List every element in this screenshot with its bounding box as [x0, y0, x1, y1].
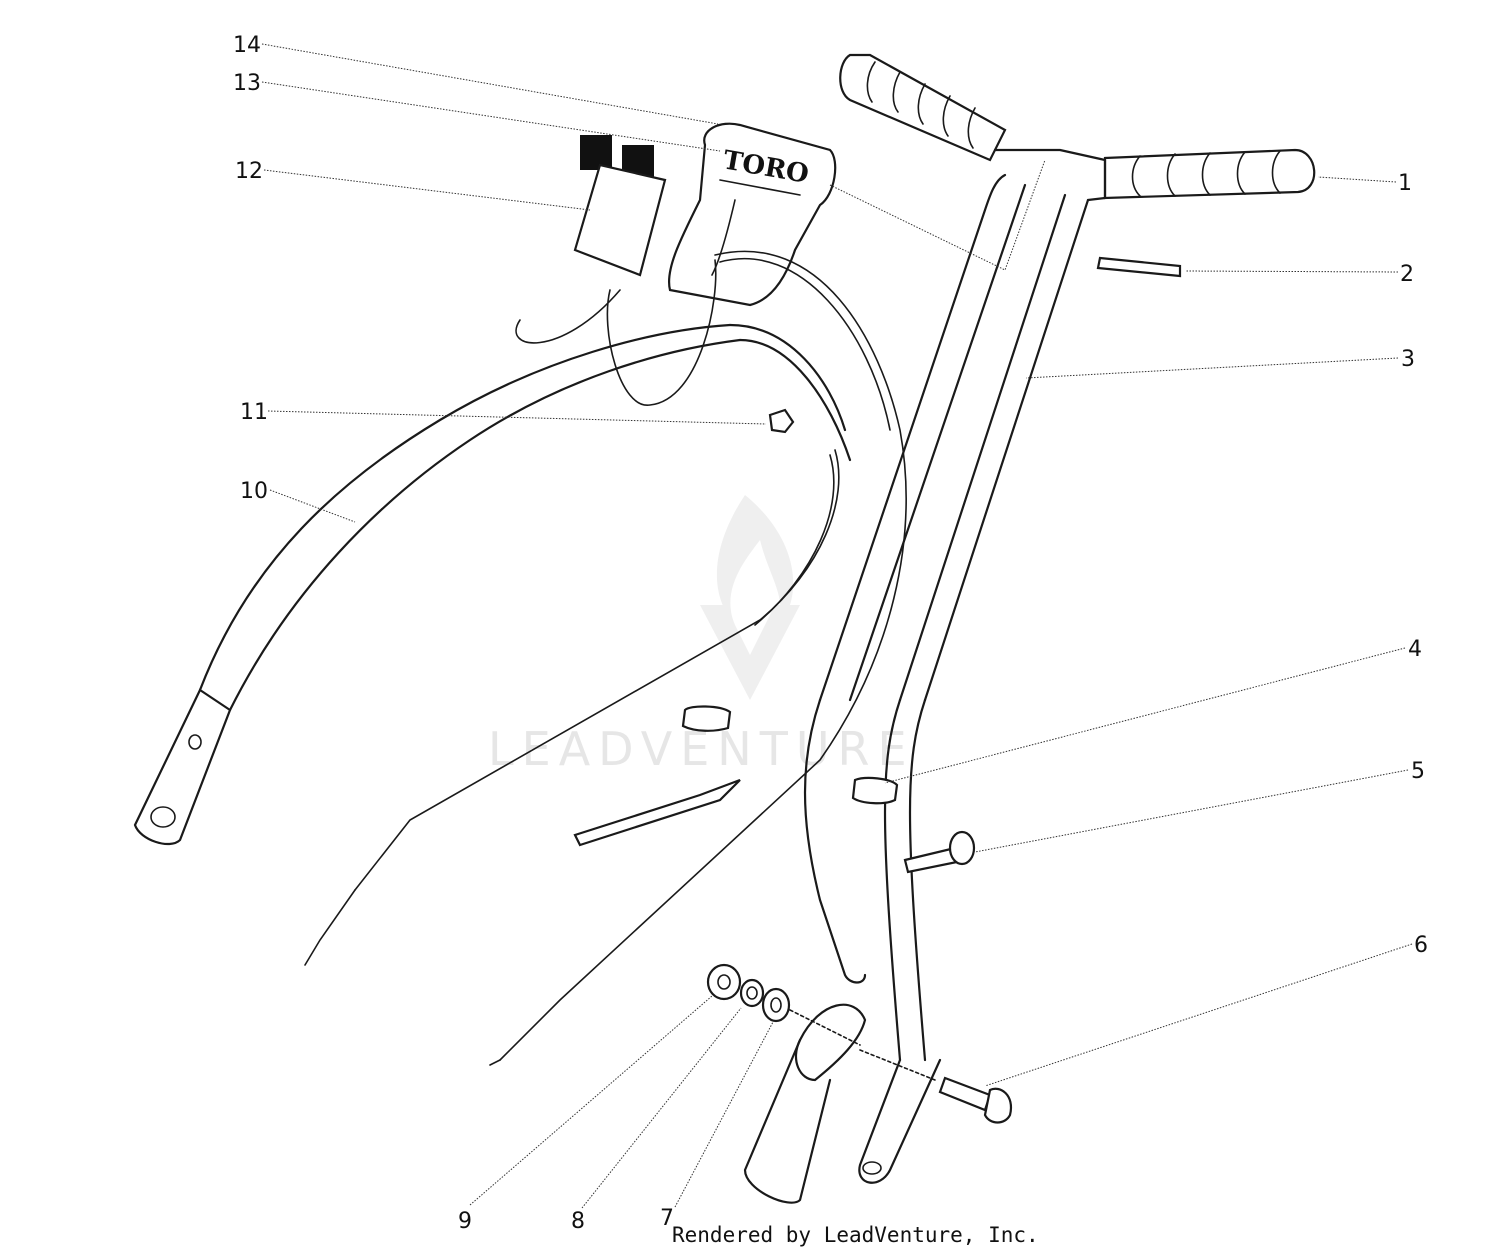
grip-control-housing: TORO: [667, 122, 837, 307]
leader-14b: [829, 159, 1046, 271]
callout-11: 11: [240, 400, 268, 425]
leader-5: [974, 769, 1409, 853]
callout-10: 10: [240, 479, 268, 504]
callout-2: 2: [1400, 262, 1414, 287]
leader-2: [1185, 270, 1399, 273]
left-handle-tube: [133, 323, 852, 846]
leader-8: [581, 1007, 742, 1209]
leader-1: [1317, 176, 1397, 183]
leader-11: [267, 410, 767, 425]
handle-main-tube: [803, 148, 1107, 1184]
leader-14: [261, 43, 719, 125]
render-credit: Rendered by LeadVenture, Inc.: [672, 1223, 1039, 1247]
leader-3: [1025, 357, 1399, 379]
control-cables: [304, 250, 907, 1066]
callout-12: 12: [235, 159, 263, 184]
handle-grip-left: [839, 53, 1007, 162]
leader-lines: [261, 43, 1413, 1209]
leader-7: [674, 1021, 774, 1208]
leader-12: [263, 169, 591, 211]
leader-6: [984, 943, 1413, 1087]
callout-3: 3: [1401, 347, 1415, 372]
cable-clamp: [681, 705, 899, 805]
callout-14: 14: [233, 33, 261, 58]
handle-grip-right: [1103, 148, 1316, 200]
callout-13: 13: [233, 71, 261, 96]
callout-8: 8: [571, 1209, 585, 1234]
small-nut: [768, 408, 795, 434]
leader-10: [269, 489, 356, 523]
pin: [1096, 256, 1182, 278]
callout-4: 4: [1408, 637, 1422, 662]
carriage-bolt: [903, 830, 976, 874]
mounting-plate: [573, 778, 867, 1204]
leader-9: [469, 995, 713, 1206]
callout-1: 1: [1398, 171, 1412, 196]
fastener-stack: [706, 963, 861, 1046]
leader-13: [261, 81, 721, 152]
callout-5: 5: [1411, 759, 1425, 784]
leader-4: [884, 647, 1406, 784]
watermark: LEADVENTURE: [488, 495, 907, 776]
throttle-control: [515, 135, 717, 406]
callout-7: 7: [660, 1206, 674, 1231]
callout-6: 6: [1414, 933, 1428, 958]
callout-9: 9: [458, 1209, 472, 1234]
callout-labels: 1 2 3 4 5 6 7 8 9 10 11 12 13 14: [233, 33, 1428, 1234]
hex-bolt: [859, 1049, 1013, 1124]
